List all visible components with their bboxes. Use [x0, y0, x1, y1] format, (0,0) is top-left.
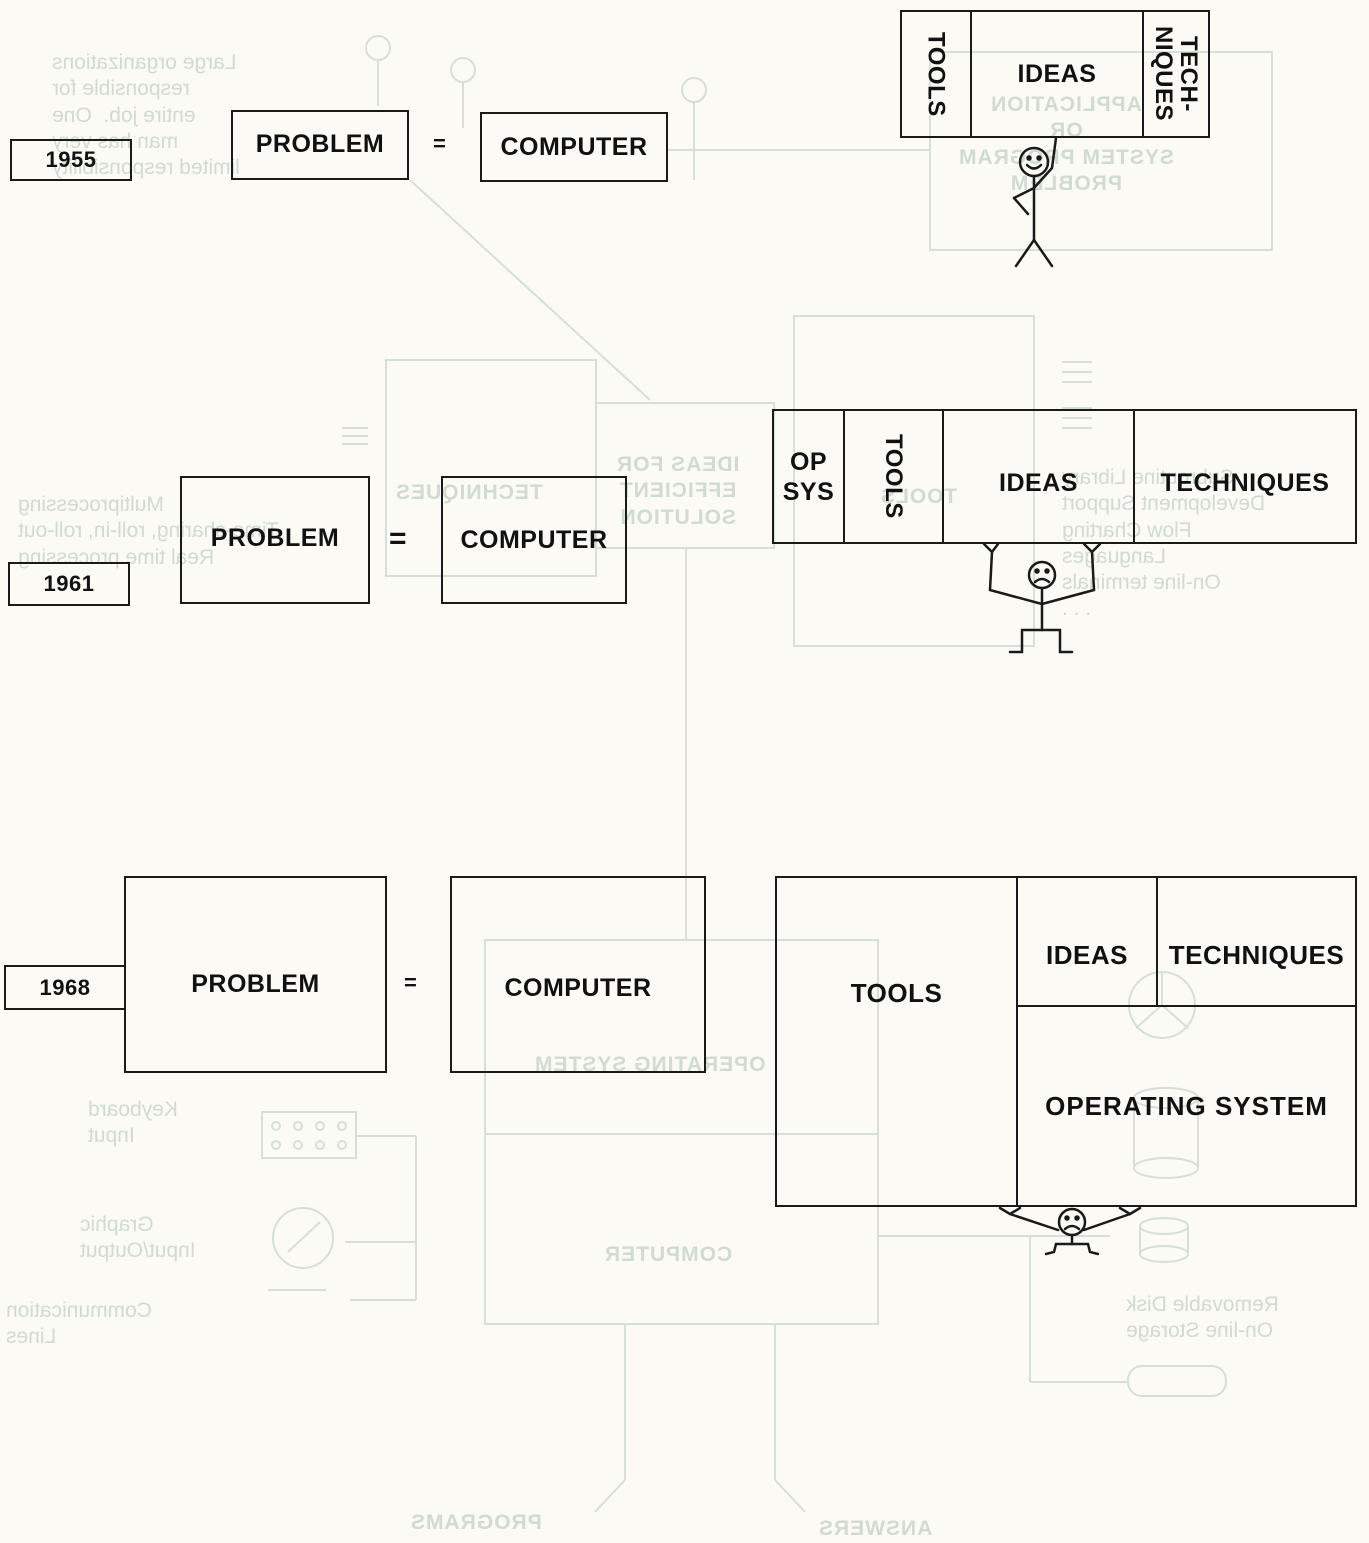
- show-through-text-communication: Communication Lines: [6, 1298, 152, 1351]
- techniques-box-1955: TECH- NIQUES: [1142, 10, 1210, 138]
- tools-label-1955: TOOLS: [923, 32, 948, 117]
- equals-sign-1955: =: [433, 131, 446, 157]
- techniques-box-1961: TECHNIQUES: [1133, 409, 1357, 544]
- equals-sign-1961: =: [389, 522, 407, 556]
- show-through-text-graphic: Graphic Input/Output: [80, 1212, 196, 1265]
- problem-box-1968: PROBLEM: [124, 876, 387, 1073]
- ideas-box-1955: IDEAS: [970, 10, 1144, 138]
- ideas-box-1961: IDEAS: [942, 409, 1135, 544]
- year-label-1955: 1955: [10, 139, 132, 181]
- tools-label-1961: TOOLS: [881, 434, 906, 519]
- show-through-text-answers: ANSWERS: [818, 1516, 932, 1542]
- show-through-text-disk: Removable Disk On-line Storage: [1126, 1292, 1279, 1345]
- problem-box-1961: PROBLEM: [180, 476, 370, 604]
- show-through-text-ideas: IDEAS FOR EFFICIENT SOLUTION: [616, 452, 739, 531]
- equals-sign-1968: =: [404, 970, 417, 996]
- tools-box-1961: TOOLS: [843, 409, 944, 544]
- stick-figure-happy-1955: [990, 128, 1080, 273]
- stick-figure-sad-1961: [978, 540, 1108, 658]
- year-label-1968: 1968: [4, 965, 126, 1010]
- computer-box-1955: COMPUTER: [480, 112, 668, 182]
- show-through-text-programs: PROGRAMS: [410, 1510, 542, 1536]
- op-sys-box-1961: OP SYS: [772, 409, 845, 544]
- tools-box-1968: TOOLS: [775, 876, 1018, 1207]
- stick-figure-sad-1968: [996, 1200, 1146, 1260]
- show-through-text-keyboard: Keyboard Input: [88, 1097, 178, 1150]
- computer-box-1961: COMPUTER: [441, 476, 627, 604]
- year-label-1961: 1961: [8, 562, 130, 606]
- tools-box-1955: TOOLS: [900, 10, 972, 138]
- computer-box-1968: COMPUTER: [450, 876, 706, 1073]
- show-through-text-computer: COMPUTER: [604, 1242, 732, 1268]
- techniques-box-1968: TECHNIQUES: [1156, 876, 1357, 1007]
- problem-box-1955: PROBLEM: [231, 110, 409, 180]
- operating-system-box-1968: OPERATING SYSTEM: [1016, 1005, 1357, 1207]
- techniques-label-1955: TECH- NIQUES: [1151, 26, 1201, 121]
- ideas-box-1968: IDEAS: [1016, 876, 1158, 1007]
